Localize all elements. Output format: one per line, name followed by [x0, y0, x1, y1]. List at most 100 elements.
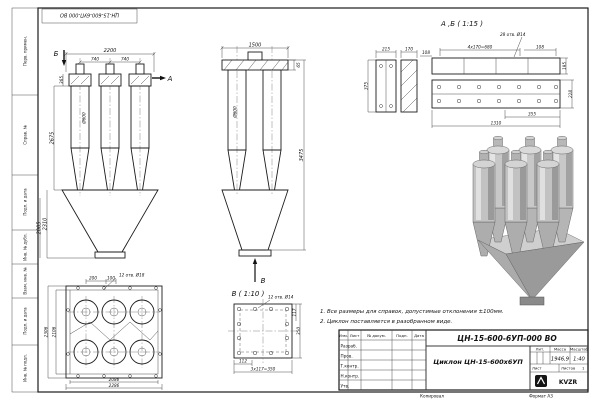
margin-label-perv-primen: Перв. примен.: [23, 36, 28, 66]
top-stamp-box: [41, 8, 138, 24]
row-tkontr: Т.контр.: [340, 364, 359, 369]
dim-front-diameter: Ø600: [82, 112, 87, 125]
plan-centerlines: [68, 296, 160, 368]
dim-228: 228: [568, 90, 573, 98]
front-inlet-boxes: [68, 63, 152, 87]
left-plate-holes: [379, 64, 393, 108]
note-line-2: 2. Циклон поставляется в разобранном вид…: [320, 319, 453, 325]
col-dokum: № докум.: [367, 333, 386, 338]
dim-2310: 2310: [43, 218, 49, 231]
sheets-value: 1: [582, 366, 585, 371]
col-podp: Подп.: [396, 333, 408, 338]
side-dimensions: [220, 46, 306, 251]
detail-ab-view: А ,Б ( 1:15 ): [364, 20, 574, 128]
plan-partition-zigzag: [69, 321, 159, 341]
col-izm: Изм.: [339, 333, 348, 338]
row-prov: Пров.: [341, 354, 353, 359]
company-logo-icon: [535, 375, 547, 387]
left-plate-hatch: [400, 59, 418, 113]
dim-65: 65: [296, 62, 301, 68]
margin-label-vzam-inv: Взам. инв. №: [23, 267, 28, 294]
iso-cyclone: [472, 149, 496, 257]
dim-2286: 2286: [109, 383, 120, 388]
dim-2005: 2005: [36, 222, 42, 235]
mass-label: Масса: [554, 347, 566, 352]
plan-cyclone-circles: [73, 299, 155, 365]
dim-1500: 1500: [249, 43, 262, 49]
detail-v-holes: [236, 306, 290, 356]
iso-cyclone: [504, 149, 528, 257]
dim-2086: 2086: [109, 377, 120, 382]
left-margin-boxes: [12, 94, 38, 346]
hopper-outlet-flange: [519, 296, 545, 306]
plan-bolt-holes: [66, 286, 162, 378]
flange-plate-left-2: [400, 59, 418, 113]
hopper-face-front: [505, 241, 585, 301]
front-view: 2200 740 740 365 2675 2310 2005 Ø600 А Б: [36, 48, 173, 259]
side-bottom-flange: [238, 249, 272, 257]
strip-holes: [436, 84, 559, 104]
dim-2306: 2306: [44, 326, 49, 337]
margin-label-sprav-no: Справ. №: [23, 125, 28, 144]
detail-v-view: В ( 1:10 ) 12 отв. Ø14 117 350 112 3x117…: [228, 290, 302, 374]
side-view: 1500 65 3475 Ø600 В: [220, 43, 306, 285]
row-utv: Утв.: [341, 384, 350, 389]
detail-v-dimensions: [233, 299, 302, 374]
front-hopper: [61, 189, 159, 253]
dim-375: 375: [364, 82, 369, 90]
plan-inner-frame: [69, 289, 159, 375]
margin-label-inv-podl: Инв. № подл.: [23, 354, 28, 382]
note-line-1: 1. Все размеры для справок, допустимые о…: [320, 309, 504, 315]
side-exhaust-stub: [247, 51, 263, 61]
dim-4x170: 4x170=680: [468, 45, 493, 50]
col-data: Дата: [414, 333, 424, 338]
margin-label-podp-data-1: Подп. и дата: [23, 188, 28, 216]
holes-label-12-14: 12 отв. Ø14: [268, 295, 294, 300]
title-block: Изм. Лист № докум. Подп. Дата Разраб. Пр…: [338, 329, 589, 391]
row-razrab: Разраб.: [341, 344, 357, 349]
dim-3x117: 3x117=350: [251, 367, 276, 372]
dim-195: 195: [562, 62, 567, 70]
strip-upper-dividers: [463, 58, 529, 74]
view-label-v: В: [261, 277, 266, 285]
section-label-b: Б: [54, 50, 59, 58]
sheets-label: Листов: [561, 366, 576, 371]
dim-355: 355: [528, 112, 536, 117]
dim-2200: 2200: [104, 48, 117, 54]
plan-outer-frame: [65, 285, 163, 379]
margin-label-inv-dubl: Инв. № дубл.: [23, 233, 28, 260]
dim-215: 215: [382, 47, 390, 52]
notes: 1. Все размеры для справок, допустимые о…: [320, 309, 504, 325]
copy-label: Копировал: [420, 394, 444, 399]
dim-108-b: 108: [536, 45, 544, 50]
section-arrow-a: [152, 75, 166, 81]
detail-v-centerlines: [228, 299, 296, 363]
sheet-frame: Перв. примен. Справ. № Подп. и дата Инв.…: [11, 7, 589, 393]
dim-117: 117: [292, 308, 297, 316]
dim-side-diameter: Ø600: [233, 106, 238, 119]
row-nkontr: Н.контр.: [341, 374, 360, 379]
dim-100: 100: [107, 276, 115, 281]
inner-frame: [37, 7, 589, 393]
dim-350: 350: [296, 327, 301, 335]
top-stamp-text: ЦН-15-600-6УП-000 ВО: [60, 12, 119, 18]
detail-v-title: В ( 1:10 ): [232, 290, 265, 298]
scale-value: 1:40: [573, 357, 585, 363]
title-block-grid: [339, 330, 588, 390]
holes-label-28: 28 отв. Ø14: [500, 32, 526, 37]
dim-170: 170: [405, 47, 413, 52]
lit-label: Лит.: [536, 347, 545, 352]
front-dimensions: [39, 52, 156, 259]
plan-view: 200 100 12 отв. Ø18 2106 2306 2086 2286: [44, 273, 163, 390]
plan-outlet-circles: [81, 307, 147, 357]
dim-108-a: 108: [422, 50, 430, 55]
company-name: KVZR: [559, 379, 578, 386]
section-label-a: А: [167, 75, 173, 83]
front-bottom-flange: [94, 251, 126, 259]
sheet-label: Лист: [532, 366, 542, 371]
side-centerlines: [236, 46, 273, 196]
dim-2106: 2106: [52, 326, 57, 337]
dim-112: 112: [239, 359, 247, 364]
detail-ab-dimensions: [367, 36, 574, 128]
